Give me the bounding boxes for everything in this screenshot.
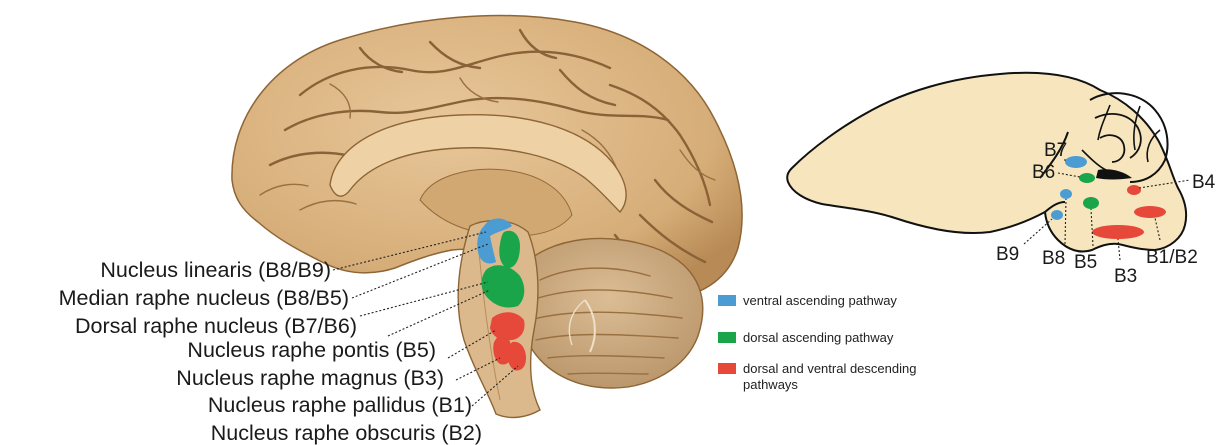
rat-label-b1b2: B1/B2 — [1146, 247, 1198, 268]
rat-b7-nucleus — [1065, 156, 1087, 168]
rat-b1b2-nucleus — [1134, 206, 1166, 218]
legend-label-dorsal-ascending: dorsal ascending pathway — [743, 330, 894, 345]
rat-label-b8: B8 — [1042, 248, 1065, 269]
legend-label-ventral-ascending: ventral ascending pathway — [743, 293, 897, 308]
legend-swatch-ventral-ascending — [718, 295, 736, 306]
legend: ventral ascending pathway dorsal ascendi… — [718, 293, 920, 392]
human-red-upper-nucleus — [490, 312, 525, 340]
rat-b5-nucleus — [1083, 197, 1099, 209]
rat-label-b7: B7 — [1044, 140, 1067, 161]
rat-label-b5: B5 — [1074, 252, 1097, 273]
legend-swatch-dorsal-ascending — [718, 332, 736, 343]
rat-brain-illustration — [787, 73, 1186, 252]
label-nucleus-raphe-pallidus: Nucleus raphe pallidus (B1) — [208, 393, 472, 417]
cerebellum — [514, 238, 703, 388]
label-nucleus-raphe-pontis: Nucleus raphe pontis (B5) — [187, 338, 436, 362]
legend-swatch-descending — [718, 363, 736, 374]
rat-label-b3: B3 — [1114, 266, 1137, 287]
label-nucleus-raphe-magnus: Nucleus raphe magnus (B3) — [176, 366, 444, 390]
rat-b8-nucleus — [1060, 189, 1072, 199]
rat-label-b9: B9 — [996, 244, 1019, 265]
rat-b4-nucleus — [1127, 185, 1141, 195]
label-median-raphe-nucleus: Median raphe nucleus (B8/B5) — [59, 286, 349, 310]
rat-b6-nucleus — [1079, 173, 1095, 183]
rat-label-b4: B4 — [1192, 172, 1216, 193]
rat-b9-nucleus — [1051, 210, 1063, 220]
label-nucleus-raphe-obscuris: Nucleus raphe obscuris (B2) — [211, 421, 482, 445]
legend-label-descending-line-1: dorsal and ventral descending — [743, 361, 916, 376]
label-dorsal-raphe-nucleus: Dorsal raphe nucleus (B7/B6) — [75, 314, 357, 338]
label-nucleus-linearis: Nucleus linearis (B8/B9) — [100, 258, 331, 282]
rat-brain-outline — [787, 73, 1186, 252]
rat-label-b6: B6 — [1032, 162, 1055, 183]
legend-label-descending: dorsal and ventral descending pathways — [743, 361, 920, 392]
human-nucleus-labels: Nucleus linearis (B8/B9) Median raphe nu… — [59, 258, 482, 445]
rat-b3-nucleus — [1092, 225, 1144, 239]
legend-label-descending-line-2: pathways — [743, 377, 798, 392]
